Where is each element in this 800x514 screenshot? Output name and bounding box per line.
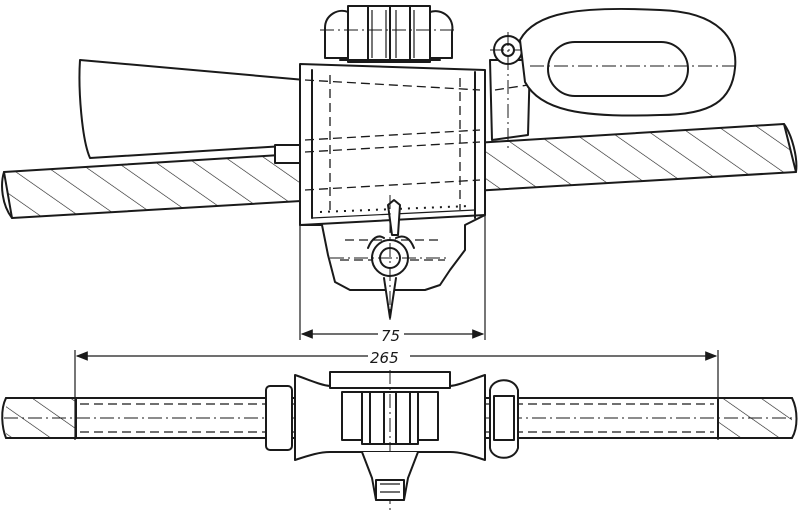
side-link [489, 32, 531, 150]
plan-pin [361, 451, 419, 501]
plan-clamp-body [294, 370, 486, 510]
eye-ring [519, 7, 740, 117]
dimension-75-label: 75 [381, 327, 400, 345]
dimension-265-label: 265 [370, 349, 399, 367]
left-collar [265, 385, 293, 451]
lever-handle [78, 59, 306, 164]
top-lugs [320, 5, 455, 63]
right-ring [489, 379, 519, 459]
dimension-75: 75 [299, 215, 486, 345]
plan-view: 265 [1, 349, 798, 510]
wedge-pin [330, 195, 450, 320]
elevation-view: 75 [1, 5, 798, 345]
